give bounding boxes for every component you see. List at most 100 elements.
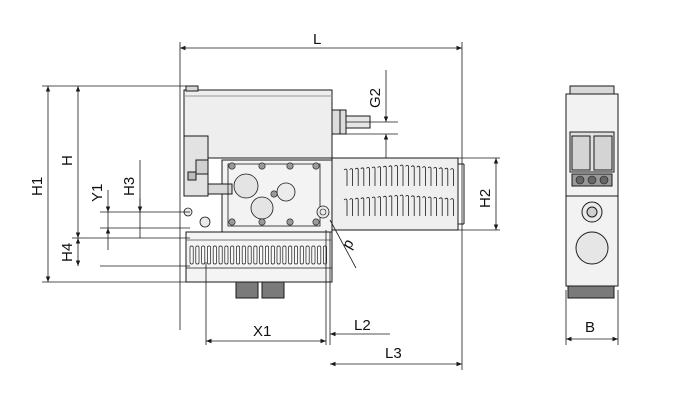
silencer-slot (438, 197, 443, 216)
label-H2: H2 (477, 189, 494, 208)
screw (228, 162, 236, 170)
side-port-bottom (575, 231, 609, 265)
base-slot (201, 245, 206, 265)
label-H3: H3 (121, 177, 138, 196)
connector-plug (331, 109, 347, 135)
silencer-slot (360, 197, 365, 216)
base-slot (207, 245, 211, 265)
base-slot (299, 245, 304, 265)
base-slot (305, 245, 310, 265)
silencer-slot (410, 165, 415, 186)
side-view (565, 85, 619, 299)
silencer-slot (450, 198, 454, 216)
base-slot (195, 245, 200, 265)
screw (312, 218, 320, 226)
base-slot (276, 245, 281, 265)
silencer-slot (343, 168, 348, 186)
base-slot (265, 245, 269, 265)
base-slot (212, 245, 217, 265)
label-X1: X1 (253, 323, 271, 340)
silencer-slot (427, 196, 432, 216)
silencer-slot (422, 196, 426, 216)
front-view (183, 85, 465, 299)
silencer-slot (433, 197, 437, 216)
fitting-right (261, 281, 285, 299)
silencer-slot (366, 197, 370, 216)
silencer-slot (410, 195, 415, 216)
base-slot (236, 245, 240, 265)
label-G2: G2 (367, 88, 384, 108)
silencer-slot (349, 168, 353, 186)
base-slot (317, 245, 322, 265)
label-H1: H1 (29, 177, 46, 196)
silencer-slot (388, 195, 393, 216)
silencer-slot (371, 196, 376, 216)
label-Y1: Y1 (89, 184, 106, 202)
base-slot (218, 245, 223, 265)
silencer-slot (354, 167, 359, 186)
side-connector-pin (587, 175, 597, 185)
side-connector-pin (575, 175, 585, 185)
mount-hole (316, 205, 330, 219)
valve-port (250, 196, 274, 220)
silencer-slot (399, 164, 404, 186)
silencer-slot (405, 195, 409, 216)
label-L3: L3 (385, 345, 402, 362)
upper-housing (183, 89, 333, 159)
silencer-slot (382, 195, 387, 216)
silencer-slot (388, 165, 393, 186)
silencer-slot (422, 166, 426, 186)
base-slot (294, 245, 298, 265)
label-L2: L2 (354, 317, 371, 334)
silencer-slot (366, 167, 370, 186)
valve-detail (183, 162, 330, 228)
label-B: B (585, 319, 595, 336)
base-slots (186, 245, 332, 269)
silencer-slots (343, 164, 454, 216)
base-slot (253, 245, 258, 265)
silencer-slot (399, 194, 404, 216)
base-slot (241, 245, 246, 265)
base-slot (247, 245, 252, 265)
silencer-slot (377, 196, 381, 216)
silencer-slot (382, 165, 387, 186)
screw (286, 162, 294, 170)
base-slot (224, 245, 229, 265)
dim-p-leader (329, 219, 357, 269)
silencer-slot (394, 195, 398, 216)
dimension-lines (42, 42, 619, 370)
screw (228, 218, 236, 226)
silencer-slot (427, 166, 432, 186)
base-slot (189, 245, 194, 265)
silencer-slot (360, 167, 365, 186)
silencer-slot (416, 165, 421, 186)
base-slot (230, 245, 235, 265)
base-slot (259, 245, 264, 265)
label-H: H (59, 155, 76, 166)
label-L: L (313, 31, 321, 48)
silencer-slot (377, 166, 381, 186)
fitting-left (235, 281, 259, 299)
silencer-slot (371, 166, 376, 186)
label-H4: H4 (59, 243, 76, 262)
silencer-slot (433, 167, 437, 186)
screw (286, 218, 294, 226)
side-connector-pin (599, 175, 609, 185)
screw (312, 162, 320, 170)
screw (258, 218, 266, 226)
valve-port (233, 173, 259, 199)
silencer-slot (343, 198, 348, 216)
base-slot (311, 245, 316, 265)
silencer-slot (444, 197, 449, 216)
base-slot (270, 245, 275, 265)
mount-hole (199, 216, 211, 228)
valve-port (276, 182, 296, 202)
silencer-slot (444, 167, 449, 186)
screw (258, 162, 266, 170)
silencer-slot (354, 197, 359, 216)
screw (270, 190, 278, 198)
silencer-slot (450, 168, 454, 186)
silencer-slot (416, 195, 421, 216)
silencer-slot (394, 165, 398, 186)
